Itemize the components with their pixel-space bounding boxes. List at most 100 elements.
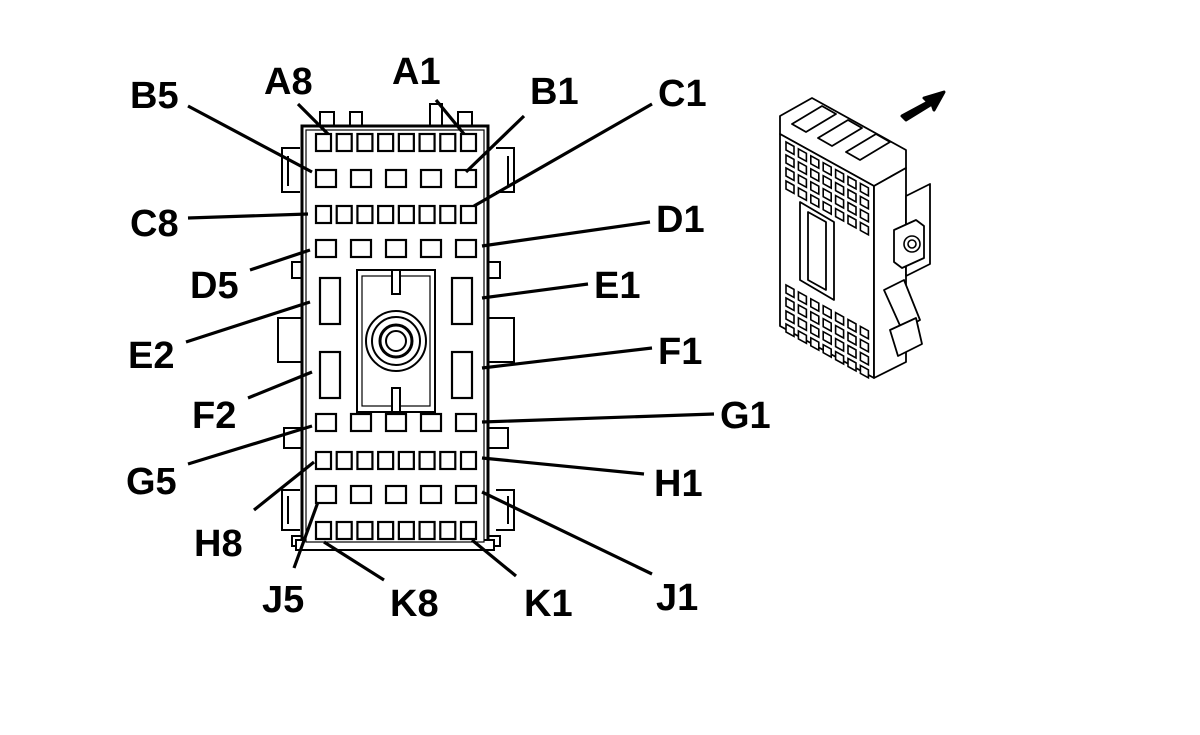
cavity-a1 [459, 132, 478, 153]
cavity-b2 [419, 168, 443, 189]
cavity-g2 [419, 412, 443, 433]
iso-cavity [810, 323, 820, 339]
iso-cavity [810, 180, 820, 196]
iso-cavity [810, 310, 820, 326]
iso-cavity [785, 153, 795, 169]
iso-cavity [797, 186, 808, 202]
label-c1: C1 [658, 73, 707, 115]
label-g1: G1 [720, 395, 771, 437]
iso-cavity [822, 317, 832, 333]
iso-cavity [785, 309, 795, 325]
cavity-b5 [314, 168, 338, 189]
iso-cavity [810, 167, 820, 183]
label-e1: E1 [594, 265, 640, 307]
pin-labels: A8 A1 B5 B1 C1 C8 D1 D5 E1 E2 F1 F2 G1 G… [126, 51, 771, 625]
label-j1: J1 [656, 577, 698, 619]
cavity-h3 [418, 450, 436, 471]
iso-cavity [859, 182, 870, 198]
leader-lines [185, 98, 715, 582]
cavity-j5 [314, 484, 338, 505]
iso-cavity [797, 173, 808, 189]
cavity-k3 [418, 520, 436, 541]
label-d5: D5 [190, 265, 239, 307]
label-b1: B1 [530, 71, 579, 113]
iso-cavity [847, 344, 857, 360]
connector-isometric-icon [779, 97, 931, 380]
iso-cavity [810, 193, 820, 209]
cavity-b3 [384, 168, 408, 189]
label-a1: A1 [392, 51, 441, 93]
cavity-g5 [314, 412, 338, 433]
cavity-c6 [356, 204, 374, 225]
cavity-g3 [384, 412, 408, 433]
center-jack-block [356, 269, 436, 413]
iso-cavity [834, 337, 845, 353]
cavity-h4 [397, 450, 415, 471]
cavity-k1 [459, 520, 478, 541]
iso-cavity [797, 290, 808, 306]
label-h8: H8 [194, 523, 243, 565]
iso-cavity [847, 201, 857, 217]
cavity-a6 [356, 132, 374, 153]
iso-cavity [834, 324, 845, 340]
cavity-g4 [349, 412, 373, 433]
iso-cavity [847, 318, 857, 334]
cavity-a7 [335, 132, 353, 153]
iso-cavity [834, 311, 845, 327]
cavity-e2 [318, 276, 342, 326]
label-d1: D1 [656, 199, 705, 241]
cavity-a2 [439, 132, 457, 153]
iso-cavity [797, 303, 808, 319]
iso-cavity [822, 187, 832, 203]
iso-cavity [847, 357, 857, 373]
cavity-h2 [439, 450, 457, 471]
isometric-cavity-grid [785, 140, 870, 380]
iso-cavity [785, 140, 795, 156]
cavity-d4 [349, 238, 373, 259]
iso-cavity [822, 174, 832, 190]
cavity-c5 [377, 204, 395, 225]
cavity-h5 [377, 450, 395, 471]
iso-cavity [834, 207, 845, 223]
cavity-c8 [314, 204, 333, 225]
iso-cavity [785, 166, 795, 182]
cavity-c4 [397, 204, 415, 225]
label-c8: C8 [130, 203, 179, 245]
cavity-k6 [356, 520, 374, 541]
connector-side-lugs [277, 147, 515, 547]
iso-cavity [822, 343, 832, 359]
iso-cavity [785, 322, 795, 338]
cavity-j4 [349, 484, 373, 505]
iso-cavity [859, 195, 870, 211]
iso-cavity [847, 188, 857, 204]
label-e2: E2 [128, 335, 174, 377]
cavity-a8 [314, 132, 333, 153]
cavity-j3 [384, 484, 408, 505]
iso-cavity [847, 331, 857, 347]
iso-cavity [822, 304, 832, 320]
cavity-d2 [419, 238, 443, 259]
iso-cavity [822, 200, 832, 216]
cavity-g1 [454, 412, 478, 433]
iso-cavity [785, 283, 795, 299]
iso-cavity [859, 351, 870, 367]
arrow-icon [900, 90, 946, 122]
iso-cavity [797, 160, 808, 176]
iso-cavity [822, 161, 832, 177]
cavity-e1 [450, 276, 474, 326]
cavity-k4 [397, 520, 415, 541]
iso-cavity [859, 325, 870, 341]
iso-cavity [859, 221, 870, 237]
iso-cavity [810, 336, 820, 352]
iso-cavity [859, 338, 870, 354]
cavity-j2 [419, 484, 443, 505]
label-g5: G5 [126, 461, 177, 503]
cavity-c3 [418, 204, 436, 225]
cavity-c7 [335, 204, 353, 225]
cavity-h7 [335, 450, 353, 471]
cavity-h8 [314, 450, 333, 471]
cavity-a5 [377, 132, 395, 153]
cavity-b4 [349, 168, 373, 189]
label-a8: A8 [264, 61, 313, 103]
label-f2: F2 [192, 395, 236, 437]
